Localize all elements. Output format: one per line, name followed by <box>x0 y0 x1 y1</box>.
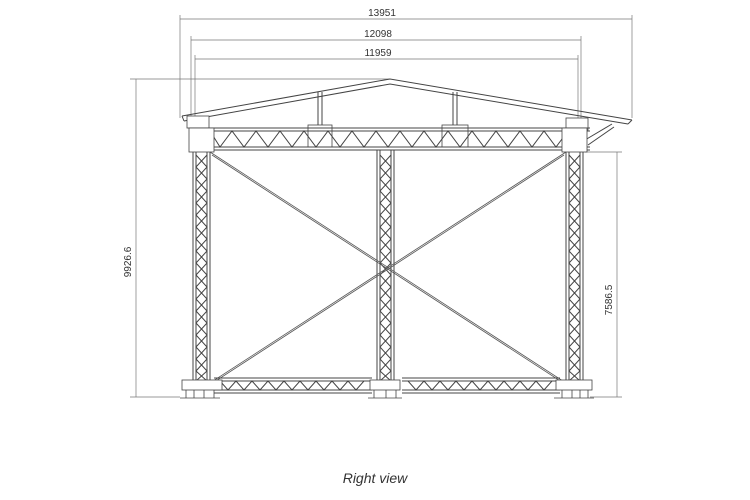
cross-bracing <box>207 151 569 387</box>
top-truss <box>190 127 590 151</box>
dim-clear-height: 7586.5 <box>604 284 615 315</box>
dim-truss-width: 12098 <box>364 29 392 40</box>
bottom-trusses <box>214 377 560 394</box>
right-column <box>565 128 584 383</box>
left-column <box>192 128 211 383</box>
dim-total-height: 9926.6 <box>123 246 134 277</box>
column-heads <box>188 127 588 153</box>
dimension-lines <box>130 15 633 398</box>
view-caption: Right view <box>342 470 408 486</box>
base-jacks <box>180 379 594 399</box>
roof <box>181 78 633 146</box>
dim-inner-width: 11959 <box>364 48 392 59</box>
dim-overall-width: 13951 <box>368 8 396 19</box>
